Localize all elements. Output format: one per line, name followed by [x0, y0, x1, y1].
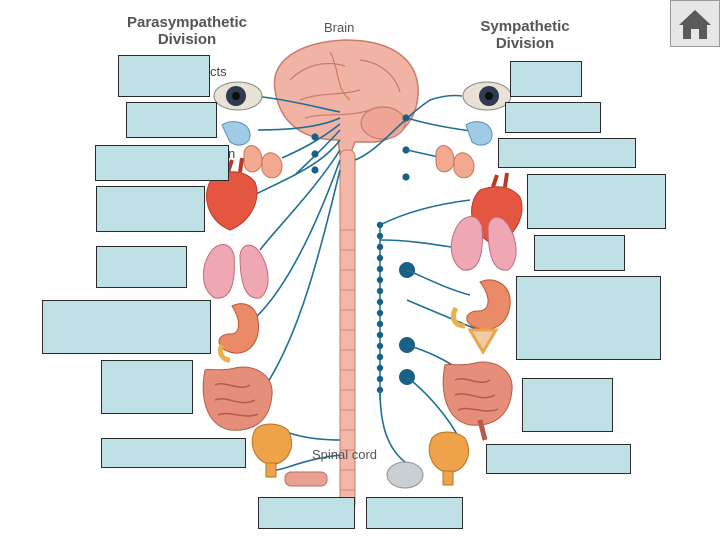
stomach-icon: [217, 303, 260, 363]
sympathetic-chain: [376, 221, 415, 400]
stomach-icon-right: [450, 279, 511, 330]
parasympathetic-title: Parasympathetic Division: [112, 14, 262, 48]
label-box[interactable]: [42, 300, 211, 354]
label-box[interactable]: [101, 360, 193, 414]
eye-icon: [213, 81, 263, 111]
sympathetic-title-line1: Sympathetic: [480, 18, 570, 35]
label-box[interactable]: [510, 61, 582, 97]
label-box[interactable]: [96, 186, 205, 232]
brain-label: Brain: [324, 20, 355, 35]
bladder-icon: [251, 423, 292, 478]
sympathetic-title: Sympathetic Division: [455, 18, 595, 52]
nerve-fibers: [244, 94, 481, 471]
gland-icon: [243, 145, 283, 179]
pancreas-icon: [467, 328, 499, 355]
label-box[interactable]: [95, 145, 229, 181]
bladder-icon-right: [428, 431, 469, 486]
sympathetic-title-line2: Division: [495, 35, 555, 52]
genital-icon: [284, 471, 328, 487]
intestine-icon: [202, 366, 273, 431]
label-box[interactable]: [366, 497, 463, 529]
parasympathetic-title-line2: Division: [157, 31, 217, 48]
label-box[interactable]: [96, 246, 187, 288]
adrenal-icon: [386, 461, 424, 489]
label-box[interactable]: [258, 497, 355, 529]
label-box[interactable]: [527, 174, 666, 229]
salivary-gland-icon-right: [465, 121, 493, 146]
label-box[interactable]: [516, 276, 661, 360]
parasympathetic-title-line1: Parasympathetic: [126, 14, 248, 31]
label-box[interactable]: [534, 235, 625, 271]
partial-label-text: cts: [210, 64, 227, 79]
label-box[interactable]: [522, 378, 613, 432]
gland-icon-right: [435, 145, 475, 179]
parasympathetic-ganglia: [311, 114, 410, 181]
eye-icon-right: [462, 81, 512, 111]
lungs-icon-right: [450, 216, 517, 271]
salivary-gland-icon: [221, 121, 251, 146]
label-box[interactable]: [101, 438, 246, 468]
label-box[interactable]: [118, 55, 210, 97]
brain-icon: [273, 39, 419, 156]
label-box[interactable]: [505, 102, 601, 133]
lungs-icon: [202, 244, 269, 299]
label-box[interactable]: [486, 444, 631, 474]
home-button[interactable]: [670, 0, 720, 47]
label-box[interactable]: [126, 102, 217, 138]
label-box[interactable]: [498, 138, 636, 168]
partial-label-text-2: n: [228, 146, 236, 161]
spinal-cord-label: Spinal cord: [312, 447, 378, 462]
home-icon: [679, 10, 711, 39]
intestine-icon-right: [442, 361, 513, 441]
